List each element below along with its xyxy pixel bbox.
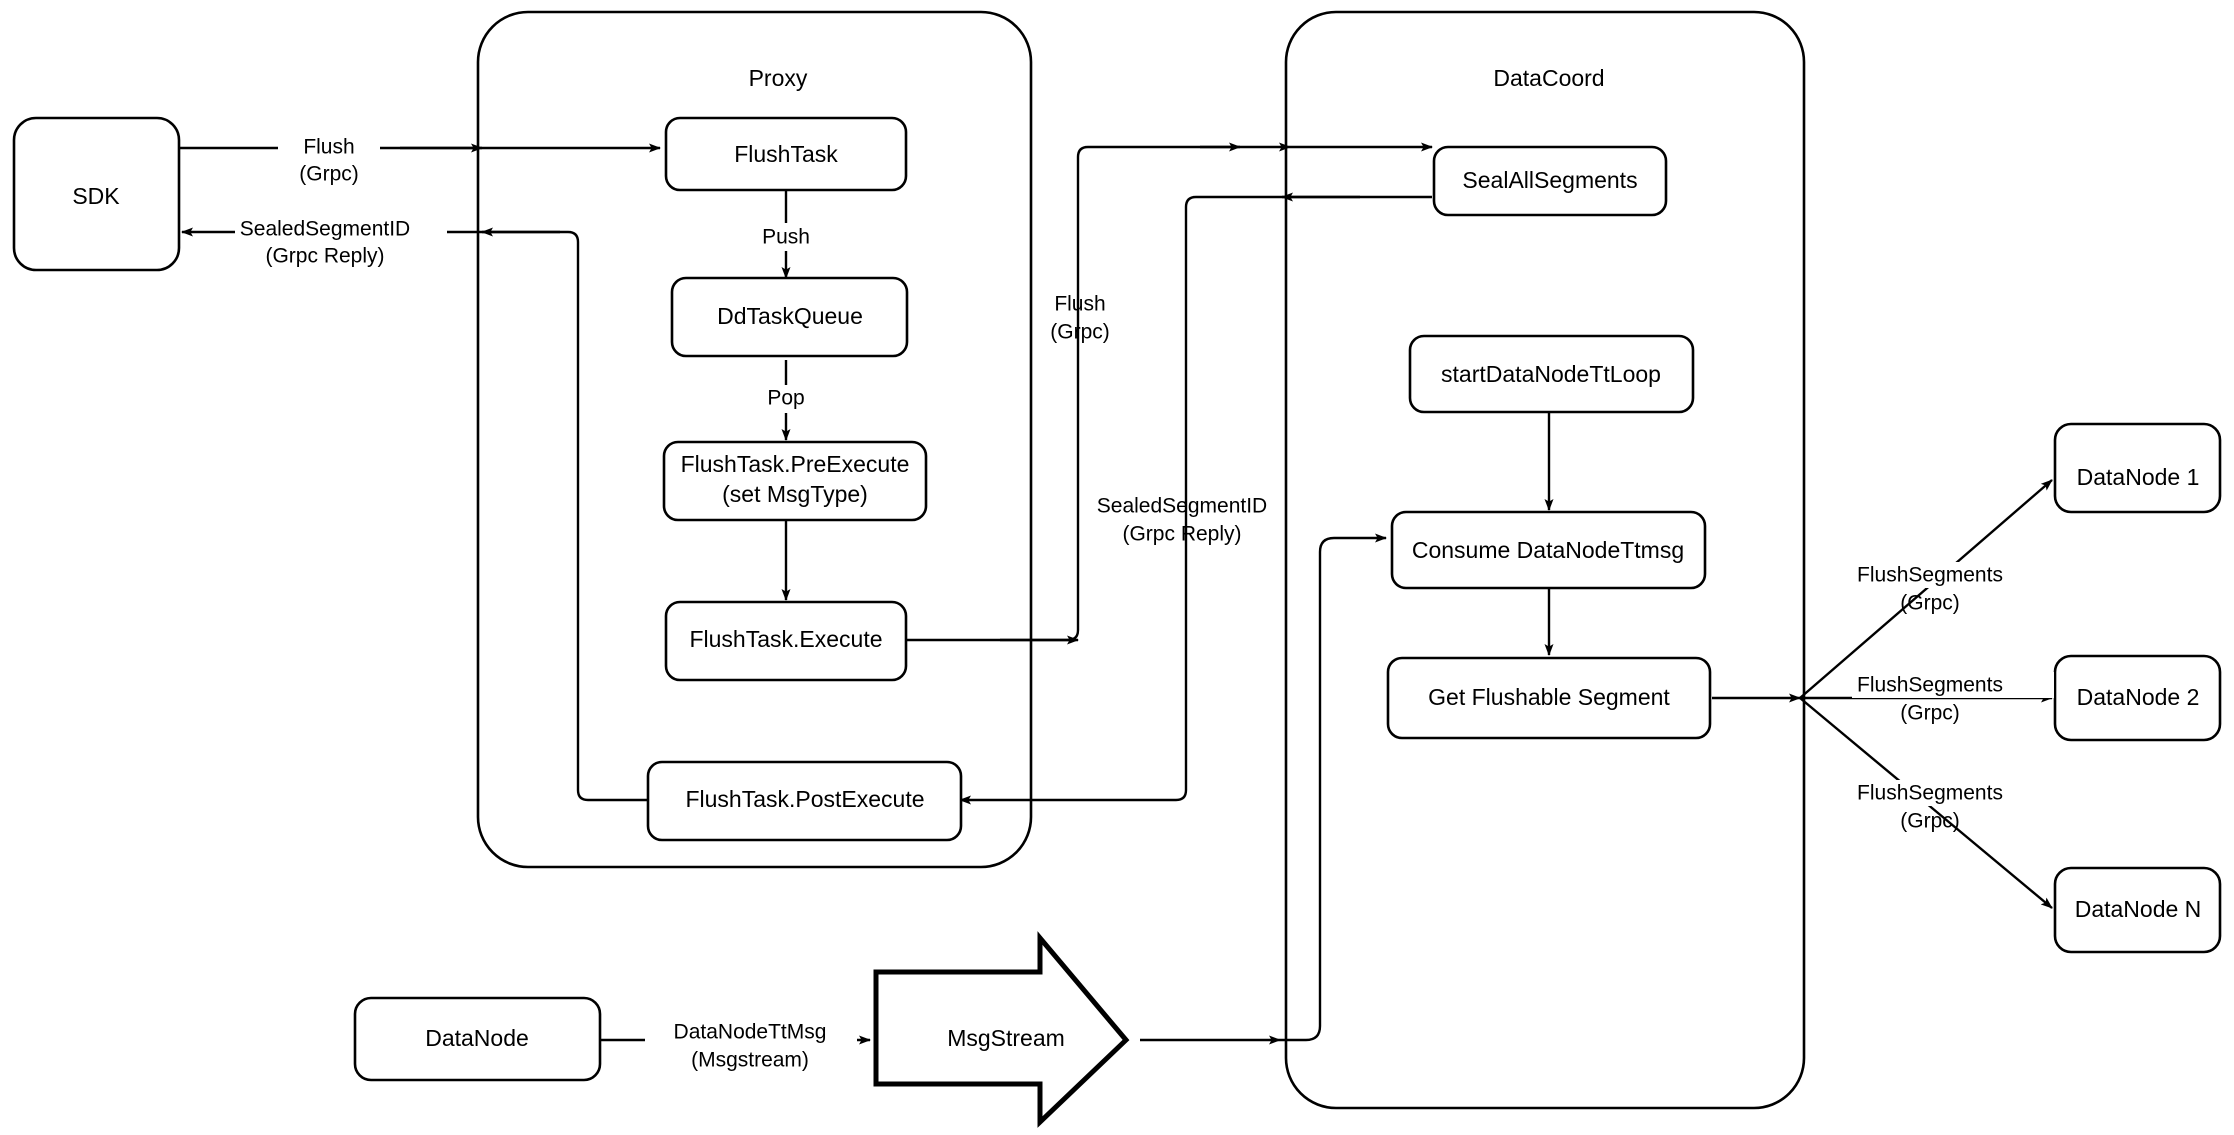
edge-label-coord-proxy-reply-line1: SealedSegmentID	[1097, 495, 1267, 518]
node-flushtask-execute[interactable]	[664, 600, 908, 682]
node-ddtaskqueue[interactable]	[670, 276, 909, 358]
edge-postexecute-to-sdk	[181, 227, 648, 802]
node-get-flushable-segment[interactable]	[1386, 656, 1712, 740]
edge-label-flushsegments-2-line2: (Grpc)	[1900, 702, 1960, 725]
edge-label-bg-push	[750, 223, 822, 251]
node-datanode-1[interactable]	[2053, 422, 2222, 514]
edge-label-datanodettmsg-line1: DataNodeTtMsg	[674, 1021, 827, 1044]
node-flushtask-postexecute[interactable]	[646, 760, 963, 842]
node-msgstream-arrow[interactable]	[873, 931, 1130, 1128]
node-datanode-source[interactable]	[353, 996, 602, 1082]
node-flushtask-preexecute-label-line1: FlushTask.PreExecute	[681, 451, 910, 477]
node-datanode-n-label: DataNode N	[2075, 896, 2202, 922]
node-datanode-2[interactable]	[2053, 654, 2222, 742]
edge-label-flushsegments-n-line2: (Grpc)	[1900, 810, 1960, 833]
edge-label-flushsegments-n-line1: FlushSegments	[1857, 782, 2003, 805]
edge-label-bg-ttmsg	[645, 1018, 857, 1044]
node-flushtask[interactable]	[664, 116, 908, 192]
edge-label-pop: Pop	[767, 387, 804, 410]
node-startdatanodettloop[interactable]	[1408, 334, 1695, 414]
edge-label-bg-fs2	[1852, 672, 2054, 698]
node-flushtask-execute-label: FlushTask.Execute	[689, 626, 882, 652]
node-sealallsegments-label: SealAllSegments	[1462, 167, 1637, 193]
node-consume-datanodettmsg[interactable]	[1390, 510, 1707, 590]
group-datacoord-label: DataCoord	[1493, 65, 1604, 91]
node-startdatanodettloop-label: startDataNodeTtLoop	[1441, 361, 1661, 387]
edge-label-sdk-flush-line2: (Grpc)	[299, 163, 359, 186]
group-proxy-label: Proxy	[749, 65, 808, 91]
node-sdk[interactable]	[12, 116, 181, 272]
edge-label-flushsegments-1-line1: FlushSegments	[1857, 564, 2003, 587]
node-sdk-label: SDK	[72, 183, 120, 209]
edge-label-flushsegments-1-line2: (Grpc)	[1900, 592, 1960, 615]
node-datanode-2-label: DataNode 2	[2077, 684, 2200, 710]
node-datanode-n[interactable]	[2053, 866, 2222, 954]
edge-label-proxy-coord-flush-line2: (Grpc)	[1050, 321, 1110, 344]
node-flushtask-preexecute[interactable]	[662, 440, 928, 522]
edge-junction-to-datanode1	[1799, 479, 2053, 699]
node-datanode-1-label: DataNode 1	[2077, 464, 2200, 490]
edge-msgstream-to-consume	[1280, 533, 1387, 1042]
edge-label-bg-1	[278, 124, 380, 150]
edge-label-sdk-reply-line2: (Grpc Reply)	[265, 245, 384, 268]
node-flushtask-postexecute-label: FlushTask.PostExecute	[685, 786, 924, 812]
node-msgstream-label: MsgStream	[947, 1025, 1065, 1051]
edge-label-sdk-flush-line1: Flush	[303, 136, 354, 159]
node-consume-datanodettmsg-label: Consume DataNodeTtmsg	[1412, 537, 1684, 563]
edge-label-sdk-reply-line1: SealedSegmentID	[240, 218, 410, 241]
edge-label-bg-pop	[754, 385, 818, 413]
edge-label-push: Push	[762, 226, 810, 249]
edge-label-bg-fsn	[1852, 780, 2054, 806]
node-datanode-source-label: DataNode	[425, 1025, 529, 1051]
node-flushtask-preexecute-label-line2: (set MsgType)	[722, 481, 868, 507]
node-get-flushable-segment-label: Get Flushable Segment	[1428, 684, 1670, 710]
edge-sealallsegments-to-postexecute	[959, 195, 1432, 805]
edge-label-flushsegments-2-line1: FlushSegments	[1857, 674, 2003, 697]
node-sealallsegments[interactable]	[1432, 145, 1668, 217]
edge-label-datanodettmsg-line2: (Msgstream)	[691, 1049, 809, 1072]
edge-label-proxy-coord-flush-line1: Flush	[1054, 293, 1105, 316]
edge-label-bg-2	[235, 208, 447, 234]
edge-label-coord-proxy-reply-line2: (Grpc Reply)	[1122, 523, 1241, 546]
node-flushtask-label: FlushTask	[734, 141, 838, 167]
edge-label-bg-fs1	[1852, 562, 2054, 588]
node-ddtaskqueue-label: DdTaskQueue	[717, 303, 863, 329]
